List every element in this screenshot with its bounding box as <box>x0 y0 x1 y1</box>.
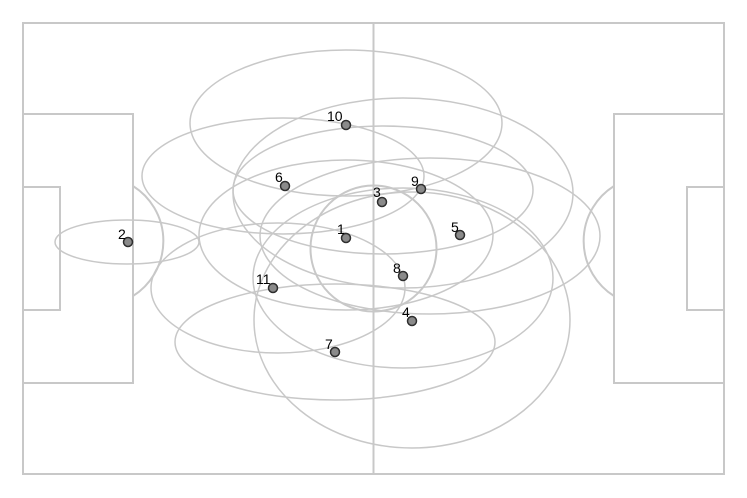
left-penalty-arc <box>132 185 165 297</box>
player-marker <box>376 196 388 208</box>
center-circle <box>309 184 438 313</box>
player-11[interactable]: 11 <box>256 271 279 294</box>
right-penalty-area <box>613 113 725 384</box>
zone-4 <box>253 191 571 449</box>
player-marker <box>415 183 427 195</box>
movement-zones <box>54 49 601 449</box>
player-number: 2 <box>118 226 126 242</box>
zone-3 <box>232 125 534 255</box>
zone-7 <box>174 283 496 401</box>
player-3[interactable]: 3 <box>373 184 388 208</box>
player-marker <box>397 270 409 282</box>
player-marker <box>267 282 279 294</box>
player-marker <box>122 236 134 248</box>
right-goal-area <box>686 186 725 311</box>
player-number: 9 <box>411 173 419 189</box>
player-9[interactable]: 9 <box>411 173 427 195</box>
player-number: 4 <box>402 304 410 320</box>
zone-1 <box>198 159 494 311</box>
player-marker <box>279 180 291 192</box>
player-number: 5 <box>451 219 459 235</box>
player-marker <box>340 119 352 131</box>
player-5[interactable]: 5 <box>451 219 466 241</box>
player-2[interactable]: 2 <box>118 226 134 248</box>
zone-10 <box>189 49 503 197</box>
player-number: 3 <box>373 184 381 200</box>
player-number: 1 <box>337 221 345 237</box>
zone-2 <box>54 219 200 265</box>
player-number: 8 <box>393 260 401 276</box>
zone-5 <box>259 157 601 315</box>
right-penalty-arc <box>582 185 615 297</box>
player-number: 7 <box>325 336 333 352</box>
player-number: 10 <box>327 108 343 124</box>
players: 1 2 3 4 5 6 7 8 <box>118 108 466 358</box>
pitch-markings <box>22 22 725 475</box>
zone-8 <box>252 187 554 369</box>
player-1[interactable]: 1 <box>337 221 352 244</box>
zone-6 <box>141 117 425 235</box>
player-number: 6 <box>275 169 283 185</box>
player-marker <box>329 346 341 358</box>
player-marker <box>406 315 418 327</box>
player-marker <box>454 229 466 241</box>
player-marker <box>340 232 352 244</box>
player-number: 11 <box>256 271 271 287</box>
player-7[interactable]: 7 <box>325 336 341 358</box>
zone-11 <box>150 222 406 354</box>
player-4[interactable]: 4 <box>402 304 418 327</box>
player-8[interactable]: 8 <box>393 260 409 282</box>
left-penalty-area <box>22 113 134 384</box>
player-10[interactable]: 10 <box>327 108 352 131</box>
left-goal-area <box>22 186 61 311</box>
player-6[interactable]: 6 <box>275 169 291 192</box>
